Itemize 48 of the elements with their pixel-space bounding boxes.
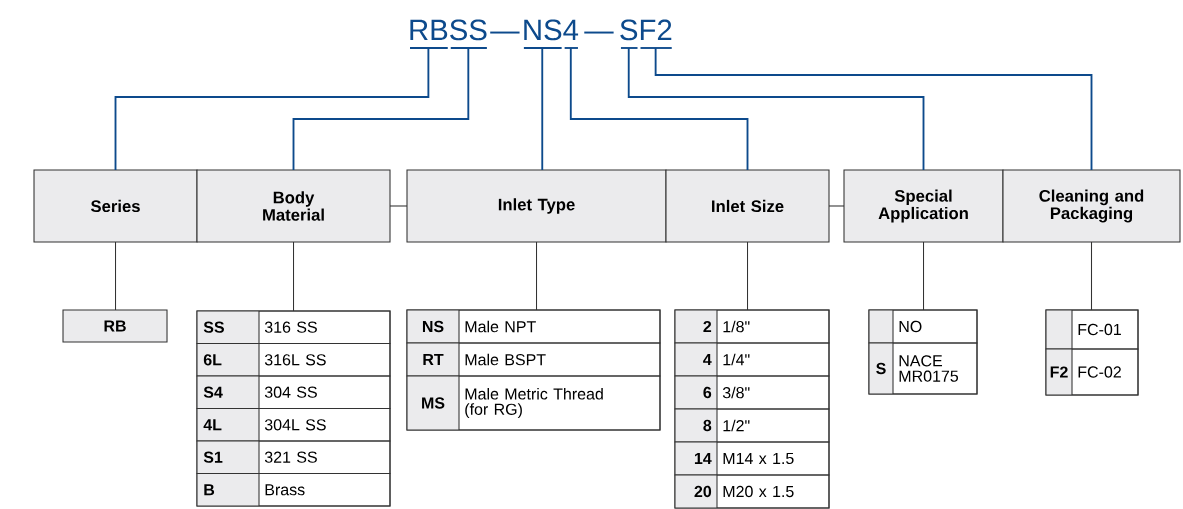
connector-line	[292, 241, 295, 312]
table-row: 6 3/8"	[674, 375, 830, 410]
leader-line	[541, 47, 544, 171]
table-row: 4 1/4"	[674, 342, 830, 377]
table-row: RT Male BSPT	[406, 342, 661, 377]
connector-line	[922, 241, 925, 311]
table-row: S NACE MR0175	[868, 342, 978, 395]
header-box: Cleaning and Packaging	[1002, 169, 1181, 243]
header-box: Special Application	[843, 169, 1004, 243]
code-segment: 4	[563, 19, 579, 49]
table-row: 8 1/2"	[674, 408, 830, 443]
leader-line	[654, 47, 1093, 171]
table-row: FC-01	[1045, 309, 1139, 350]
code-segment: NS	[522, 19, 563, 49]
connector-line	[1090, 241, 1093, 311]
header-box: Inlet Size	[665, 169, 830, 243]
table-row: NO	[868, 309, 978, 344]
table-row: 14 M14 x 1.5	[674, 441, 830, 476]
code-segment: S	[620, 19, 639, 49]
table-row: 4L 304L SS	[196, 407, 391, 442]
code-cell: RB	[62, 309, 168, 343]
code-segment: SS	[449, 19, 488, 49]
connector-line	[389, 205, 408, 207]
table-row: 6L 316L SS	[196, 342, 391, 377]
separator-dash: —	[490, 31, 520, 34]
code-segment: F2	[639, 19, 673, 49]
table-row: F2 FC-02	[1045, 348, 1139, 396]
header-box: Body Material	[196, 169, 391, 243]
leader-line	[292, 47, 470, 171]
table-row: 2 1/8"	[674, 309, 830, 344]
table-row: 20 M20 x 1.5	[674, 474, 830, 509]
table-row: B Brass	[196, 472, 391, 507]
connector-line	[746, 241, 749, 311]
leader-line	[569, 47, 749, 171]
table-row: SS 316 SS	[196, 310, 391, 345]
separator-dash: —	[584, 31, 614, 34]
connector-line	[828, 205, 845, 207]
connector-line	[114, 241, 117, 311]
connector-line	[535, 241, 538, 311]
table-row: S4 304 SS	[196, 375, 391, 410]
table-row: NS Male NPT	[406, 309, 661, 344]
table-row: MS Male Metric Thread (for RG)	[406, 375, 661, 431]
header-box: Series	[33, 169, 198, 243]
leader-line	[114, 47, 430, 171]
header-box: Inlet Type	[406, 169, 667, 243]
table-row: S1 321 SS	[196, 440, 391, 475]
leader-line	[627, 47, 925, 171]
code-segment: RB	[409, 19, 449, 49]
